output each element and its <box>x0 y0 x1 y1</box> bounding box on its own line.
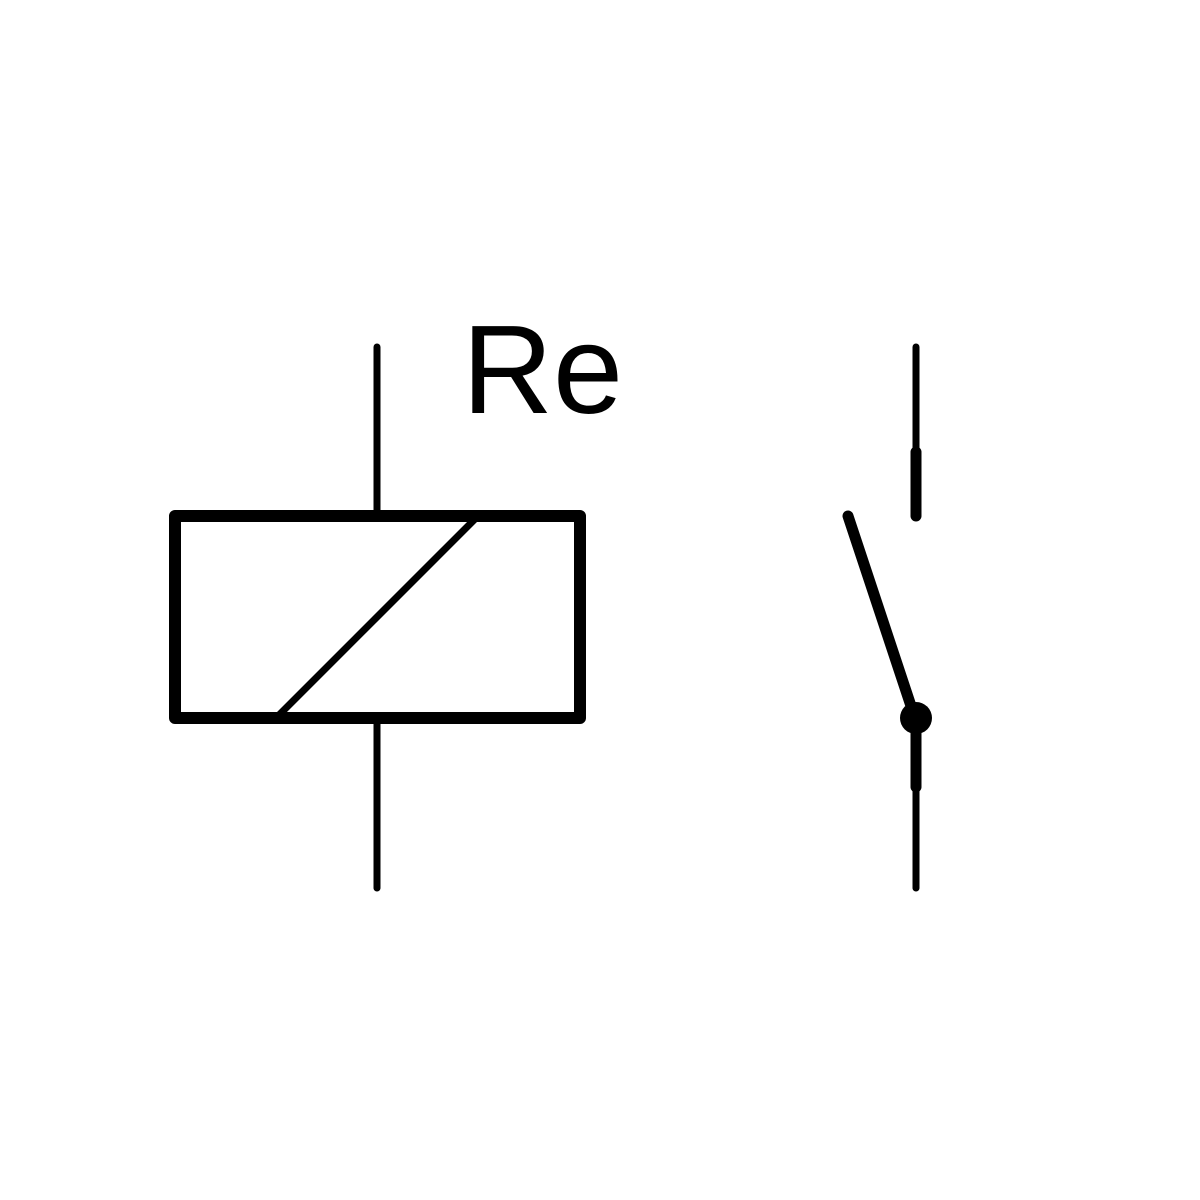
contact-blade <box>842 510 920 721</box>
relay-coil <box>169 343 586 892</box>
coil-diagonal <box>275 515 479 719</box>
relay-label: Re <box>462 299 623 440</box>
switch-contact <box>842 343 932 892</box>
